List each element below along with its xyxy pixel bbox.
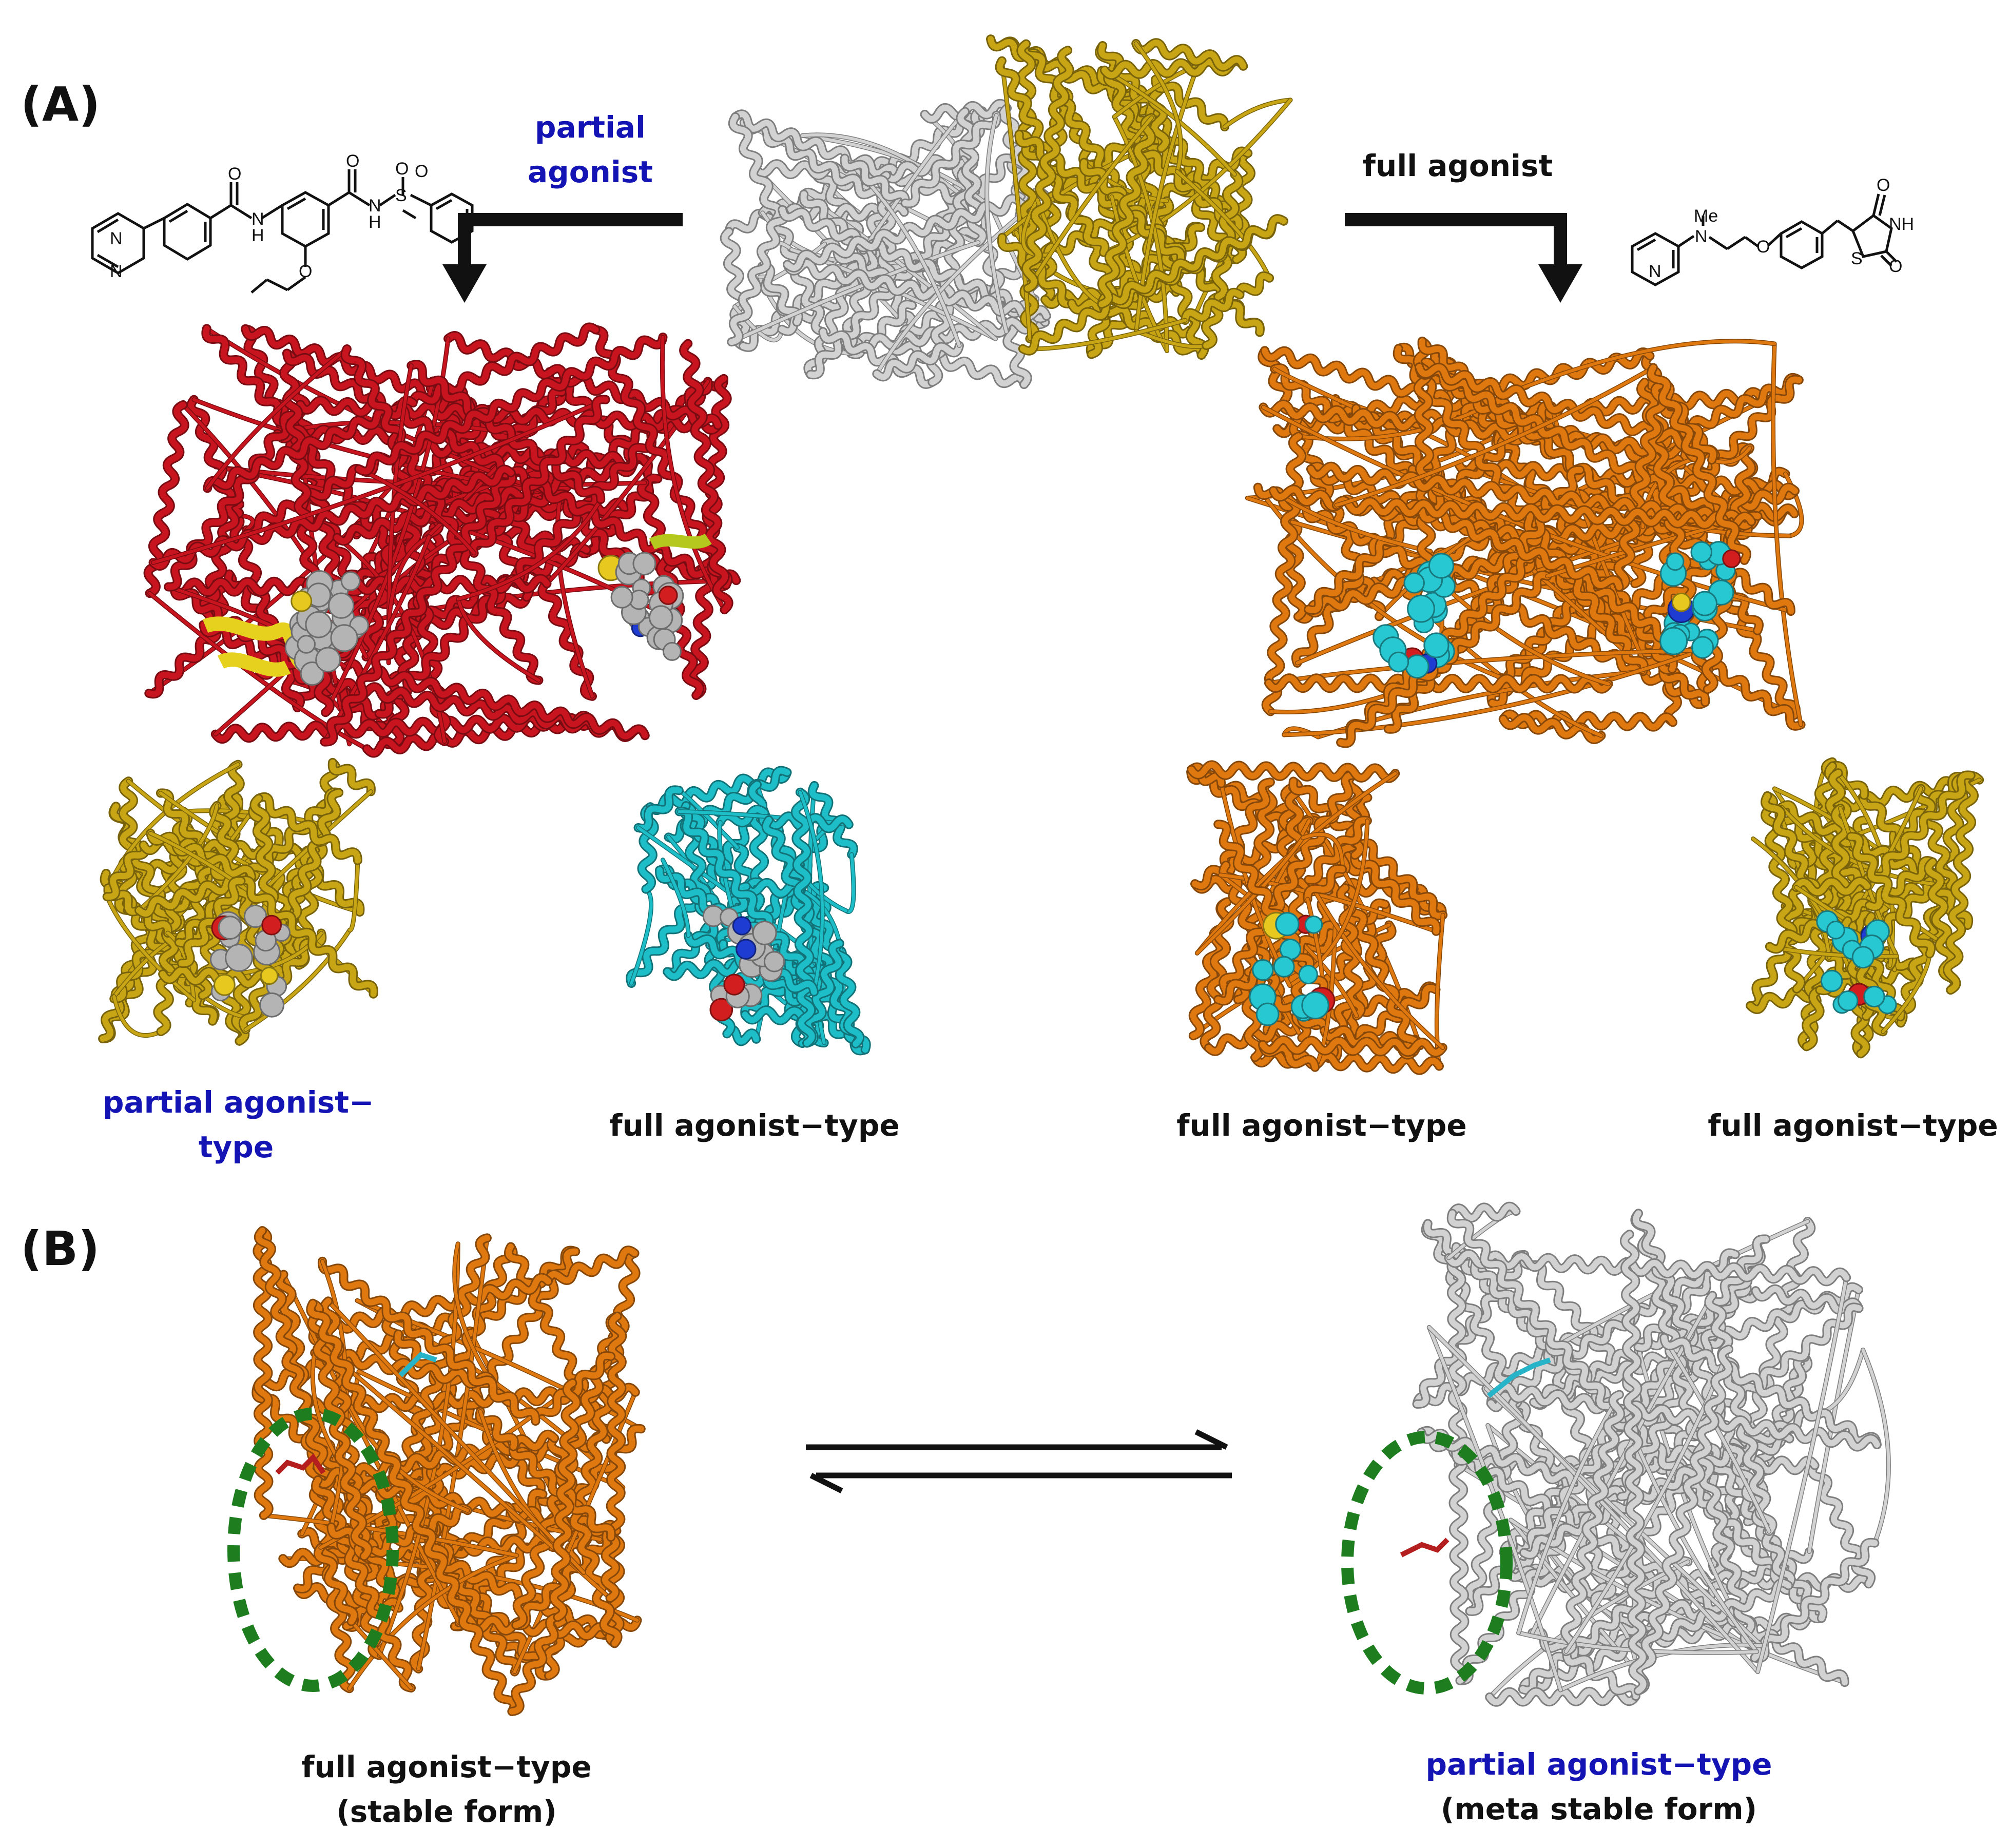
monomer-full-agonist-type-1 (626, 766, 871, 1056)
atom-o: O (299, 262, 312, 281)
caption-line: partial agonist− (103, 1085, 374, 1120)
ligand-spheres-cyan (1816, 910, 1897, 1015)
atom-s: S (395, 186, 407, 205)
caption-meta-stable-form: partial agonist−type (meta stable form) (1412, 1742, 1786, 1832)
atom-n: N (1649, 262, 1661, 281)
caption-line: full agonist−type (301, 1749, 592, 1784)
caption-stable-form: full agonist−type (stable form) (293, 1745, 601, 1834)
protein-ribbon-orange (1245, 336, 1806, 748)
full-agonist-molecule (1631, 193, 1898, 286)
caption-full-agonist-type: full agonist−type (1176, 1108, 1467, 1143)
arrow-label-line: agonist (528, 154, 653, 189)
arrow-label-line: partial (535, 110, 646, 145)
ligand-spheres-grey (209, 904, 291, 1018)
protein-ribbon-gold (1746, 757, 1984, 1059)
ligand-spheres-cyan (1373, 541, 1741, 679)
caption-line: (meta stable form) (1440, 1792, 1757, 1826)
caption-line: (stable form) (336, 1794, 557, 1829)
protein-ribbon-orange (252, 1226, 646, 1716)
structure-meta-stable-form (1341, 1201, 1891, 1707)
atom-o: O (1889, 257, 1902, 276)
atom-n: N (110, 229, 123, 248)
caption-line: partial agonist−type (1425, 1747, 1772, 1782)
atom-h: H (369, 212, 381, 232)
dimer-structure-top (720, 34, 1293, 389)
protein-ribbon-gold (986, 34, 1293, 360)
arrow-to-full (1345, 213, 1582, 303)
ligand-spheres-grey (702, 905, 785, 1022)
atom-o: O (346, 151, 359, 171)
atom-n: N (369, 196, 381, 216)
panel-label-b: (B) (21, 1221, 100, 1276)
dimer-structure-full-agonist (1245, 336, 1806, 748)
dimer-structure-partial-agonist (143, 322, 741, 758)
equilibrium-arrows (806, 1429, 1232, 1493)
ligand-spheres-grey (284, 552, 684, 686)
arrow-label-full-agonist: full agonist (1362, 148, 1553, 183)
atom-o: O (395, 159, 409, 179)
protein-ribbon-gold (98, 757, 378, 1046)
partial-agonist-atom-labels: N N O N H O O N H S O O (110, 151, 428, 281)
monomer-full-agonist-type-3 (1746, 757, 1984, 1059)
protein-ribbon-white (720, 99, 1051, 389)
atom-o: O (228, 164, 241, 184)
panel-label-a: (A) (21, 77, 101, 132)
atom-o: O (415, 162, 428, 181)
arrow-label-partial-agonist: partial agonist (524, 105, 657, 194)
atom-me: Me (1694, 206, 1718, 226)
atom-n: N (252, 209, 264, 229)
arrow-to-partial (442, 213, 683, 303)
caption-partial-agonist-type: partial agonist− type (103, 1080, 374, 1170)
atom-h: H (252, 226, 264, 245)
monomer-full-agonist-type-2 (1186, 760, 1448, 1075)
dashed-highlight-circle (1341, 1431, 1513, 1695)
partial-agonist-molecule (91, 169, 474, 294)
monomer-partial-agonist-type (98, 757, 378, 1046)
residue-stick-cyan (1486, 1357, 1551, 1398)
dashed-highlight-circle (227, 1408, 399, 1692)
residue-stick-red (1400, 1538, 1449, 1558)
caption-full-agonist-type: full agonist−type (1708, 1108, 1998, 1143)
protein-ribbon-white (1412, 1201, 1891, 1707)
atom-o: O (1756, 237, 1770, 257)
protein-ribbon-cyan (626, 766, 871, 1056)
caption-full-agonist-type: full agonist−type (609, 1108, 900, 1143)
protein-ribbon-red (143, 322, 741, 758)
atom-o: O (1877, 176, 1890, 195)
atom-n: N (1695, 227, 1708, 246)
atom-n: N (110, 262, 123, 281)
residue-stick-cyan (398, 1352, 437, 1377)
atom-nh: NH (1889, 215, 1914, 234)
residue-stick-red (275, 1453, 326, 1475)
structure-stable-form (227, 1226, 646, 1716)
full-agonist-atom-labels: N N Me O S O NH O (1649, 176, 1914, 281)
caption-line: type (198, 1130, 274, 1164)
ligand-spheres-cyan (1249, 911, 1336, 1026)
atom-s: S (1851, 249, 1863, 268)
